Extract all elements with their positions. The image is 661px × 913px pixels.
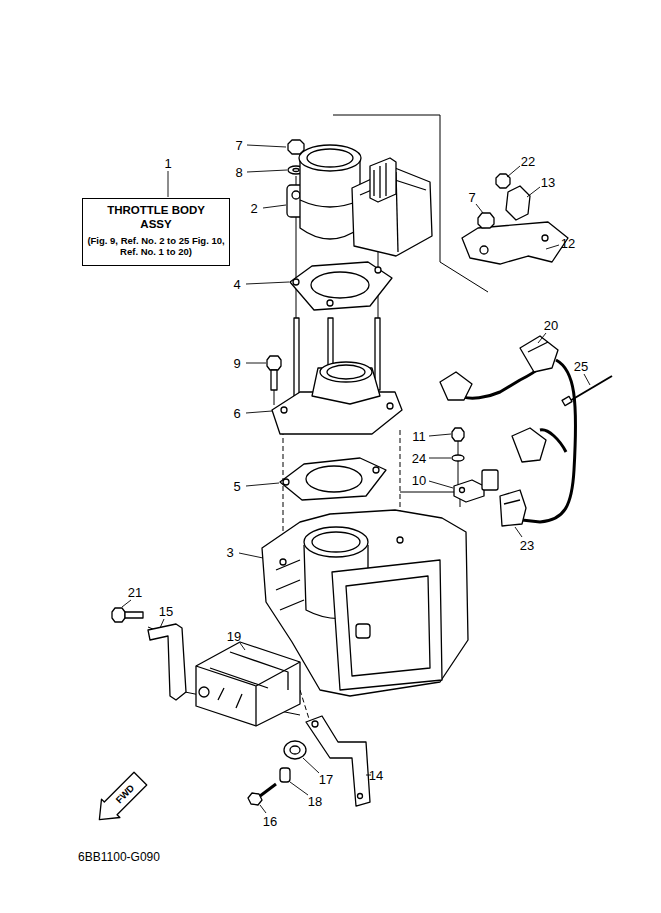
callout-number: 9 xyxy=(233,357,240,370)
box-note: (Fig. 9, Ref. No. 2 to 25 Fig. 10, Ref. … xyxy=(87,235,225,258)
callout-number: 14 xyxy=(369,769,383,782)
callout-number: 22 xyxy=(521,155,535,168)
callout-number: 18 xyxy=(308,795,322,808)
drawing-code: 6BB1100-G090 xyxy=(78,851,160,863)
callout-number: 1 xyxy=(164,157,171,170)
callout-number: 17 xyxy=(319,773,333,786)
callout-number: 25 xyxy=(574,360,588,373)
callout-number: 19 xyxy=(227,630,241,643)
callout-number: 12 xyxy=(561,237,575,250)
note-box: THROTTLE BODY ASSY (Fig. 9, Ref. No. 2 to… xyxy=(82,198,230,266)
callout-number: 20 xyxy=(544,319,558,332)
callout-number: 6 xyxy=(233,407,240,420)
callout-number: 2 xyxy=(250,202,257,215)
callout-number: 15 xyxy=(159,605,173,618)
callout-number: 7 xyxy=(468,191,475,204)
exploded-parts xyxy=(90,115,612,829)
callout-number: 10 xyxy=(412,474,426,487)
callout-number: 23 xyxy=(520,539,534,552)
callout-number: 11 xyxy=(412,430,426,443)
direction-mark: FWD xyxy=(114,783,136,805)
callout-number: 3 xyxy=(226,546,233,559)
callout-number: 4 xyxy=(233,278,240,291)
callout-number: 13 xyxy=(541,176,555,189)
callout-number: 21 xyxy=(128,586,142,599)
box-title: THROTTLE BODY ASSY xyxy=(100,204,212,232)
callout-number: 16 xyxy=(263,815,277,828)
callout-number: 7 xyxy=(235,139,242,152)
callout-number: 8 xyxy=(235,166,242,179)
callout-number: 24 xyxy=(412,452,426,465)
callout-number: 5 xyxy=(233,480,240,493)
